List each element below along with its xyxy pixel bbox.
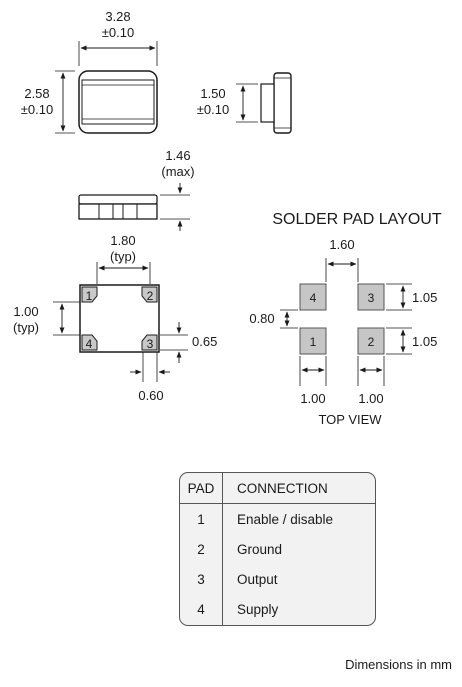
pad-width-right-value: 1.00 bbox=[358, 391, 383, 406]
package-front-view bbox=[78, 194, 158, 220]
table-cell-connection: Supply bbox=[237, 602, 279, 618]
table-row: 2 Ground bbox=[180, 534, 375, 565]
pad-length-bottom-value: 1.05 bbox=[412, 334, 437, 349]
top-view-label: TOP VIEW bbox=[318, 412, 382, 427]
dim-length: 3.28 ±0.10 bbox=[78, 9, 158, 66]
package-top-view bbox=[78, 70, 158, 134]
table-cell-connection: Output bbox=[237, 572, 278, 588]
pad-pitch-x-note: (typ) bbox=[110, 249, 136, 264]
width-tolerance: ±0.10 bbox=[21, 102, 53, 117]
length-value: 3.28 bbox=[105, 9, 130, 24]
pad-height-value: 0.65 bbox=[192, 334, 217, 349]
pad-pitch-x-value: 1.80 bbox=[110, 233, 135, 248]
solder-layout-title: SOLDER PAD LAYOUT bbox=[272, 211, 441, 228]
max-height-note: (max) bbox=[161, 164, 194, 179]
dim-pad-height: 0.65 bbox=[160, 322, 217, 363]
side-height-tolerance: ±0.10 bbox=[197, 102, 229, 117]
table-cell-pad: 3 bbox=[180, 564, 223, 595]
dim-width: 2.58 ±0.10 bbox=[21, 70, 75, 134]
table-cell-pad: 1 bbox=[180, 503, 223, 535]
pad-connection-table: PAD CONNECTION 1 Enable / disable 2 Grou… bbox=[179, 472, 376, 626]
table-header-connection: CONNECTION bbox=[222, 473, 375, 504]
dim-pad-pitch-x: 1.80 (typ) bbox=[96, 233, 151, 284]
max-height-value: 1.46 bbox=[165, 148, 190, 163]
dim-pad-width: 0.60 bbox=[130, 352, 170, 403]
solder-pads: 4 3 1 2 bbox=[299, 283, 385, 355]
solder-pad-label: 3 bbox=[368, 291, 375, 305]
pad-width-left-value: 1.00 bbox=[300, 391, 325, 406]
package-pad-label: 2 bbox=[147, 289, 154, 303]
side-height-value: 1.50 bbox=[200, 86, 225, 101]
dim-pad-pitch-y: 1.00 (typ) bbox=[13, 301, 80, 336]
dim-pad-width-right: 1.00 bbox=[357, 356, 385, 406]
pad-width-value: 0.60 bbox=[138, 388, 163, 403]
solder-pad-label: 1 bbox=[310, 335, 317, 349]
table-row: 3 Output bbox=[180, 564, 375, 595]
table-cell-connection: Enable / disable bbox=[237, 511, 334, 527]
dim-max-height: 1.46 (max) bbox=[160, 148, 195, 231]
table-cell-connection: Ground bbox=[237, 541, 283, 557]
pad-pitch-y-note: (typ) bbox=[13, 320, 39, 335]
solder-pad-label: 4 bbox=[310, 291, 317, 305]
width-value: 2.58 bbox=[24, 86, 49, 101]
table-header-row: PAD CONNECTION bbox=[180, 473, 375, 504]
dim-pad-width-left: 1.00 bbox=[299, 356, 327, 406]
dim-pad-length-top: 1.05 bbox=[386, 283, 437, 311]
table-header-pad: PAD bbox=[180, 473, 223, 504]
pad-pitch-y-value: 1.00 bbox=[13, 304, 38, 319]
table-row: 1 Enable / disable bbox=[180, 503, 375, 535]
table-cell-pad: 2 bbox=[180, 534, 223, 565]
package-bottom-view: 1 2 3 4 bbox=[79, 284, 160, 353]
package-side-view bbox=[260, 72, 292, 134]
dim-gap-y: 0.80 bbox=[249, 309, 298, 329]
table-row: 4 Supply bbox=[180, 594, 375, 625]
length-tolerance: ±0.10 bbox=[102, 25, 134, 40]
gap-y-value: 0.80 bbox=[249, 311, 274, 326]
dim-gap-x: 1.60 bbox=[325, 237, 359, 282]
gap-x-value: 1.60 bbox=[329, 237, 354, 252]
units-note: Dimensions in mm bbox=[345, 657, 452, 672]
solder-pad-label: 2 bbox=[368, 335, 375, 349]
package-pad-label: 4 bbox=[86, 337, 93, 351]
package-pad-label: 3 bbox=[147, 337, 154, 351]
table-cell-pad: 4 bbox=[180, 594, 223, 625]
package-pad-label: 1 bbox=[86, 289, 93, 303]
pad-length-top-value: 1.05 bbox=[412, 290, 437, 305]
dim-side-height: 1.50 ±0.10 bbox=[197, 83, 258, 123]
dim-pad-length-bottom: 1.05 bbox=[386, 327, 437, 355]
